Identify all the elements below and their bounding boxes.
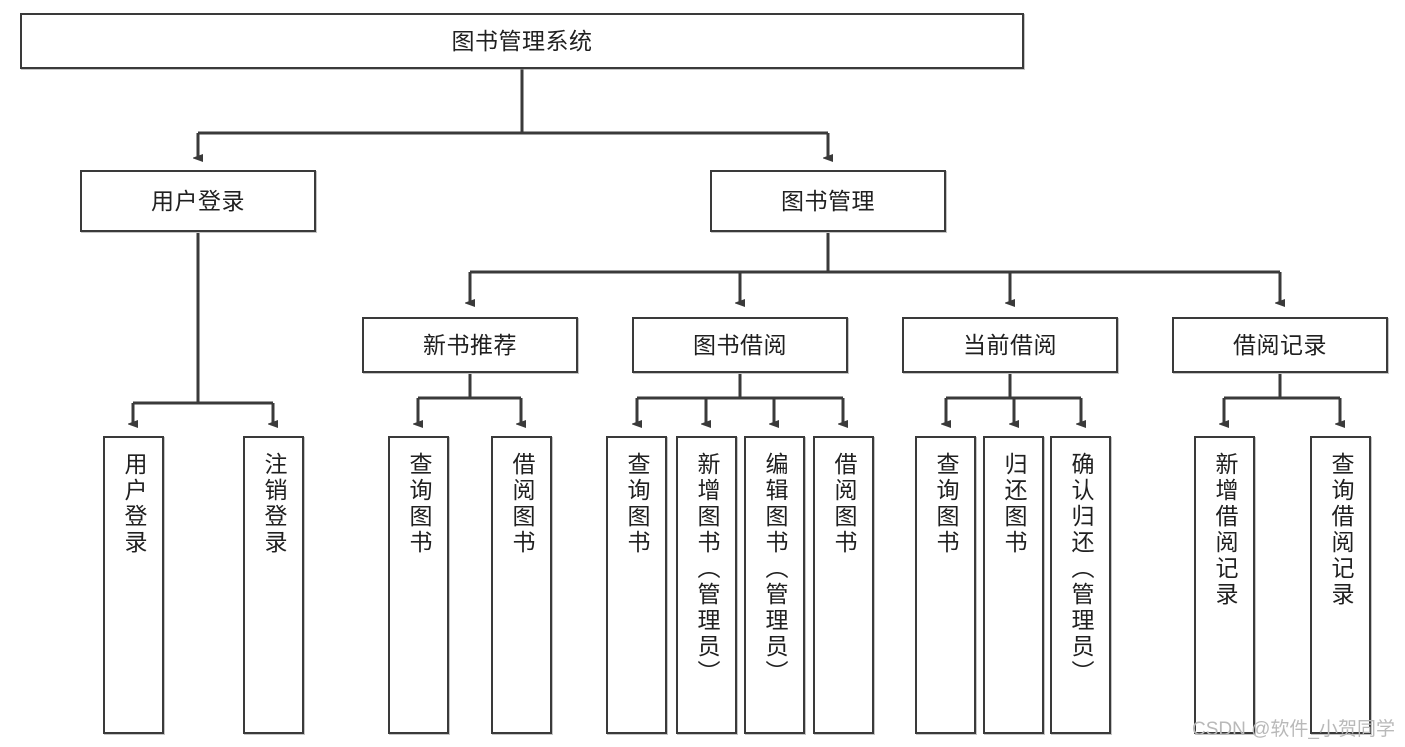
watermark-text: CSDN @软件_小贺同学: [1192, 719, 1395, 740]
leaf-recommend-borrow-book[interactable]: 借阅图书: [491, 436, 552, 734]
node-user-login[interactable]: 用户登录: [80, 170, 316, 232]
leaf-current-query-book[interactable]: 查询图书: [915, 436, 976, 734]
node-label: 新书推荐: [423, 331, 517, 358]
node-borrow-record[interactable]: 借阅记录: [1172, 317, 1388, 373]
leaf-current-return-book[interactable]: 归还图书: [983, 436, 1044, 734]
node-label: 新增图书（管理员）: [694, 452, 720, 686]
node-label: 图书借阅: [693, 331, 787, 358]
leaf-user-login-logout[interactable]: 注销登录: [243, 436, 304, 734]
node-label: 查询图书: [933, 452, 959, 556]
node-label: 新增借阅记录: [1212, 452, 1238, 608]
node-label: 查询图书: [406, 452, 432, 556]
node-label: 确认归还（管理员）: [1068, 452, 1094, 686]
leaf-record-add-record[interactable]: 新增借阅记录: [1194, 436, 1255, 734]
node-label: 编辑图书（管理员）: [762, 452, 788, 686]
node-label: 归还图书: [1001, 452, 1027, 556]
node-label: 图书管理系统: [451, 27, 593, 54]
node-label: 查询图书: [624, 452, 650, 556]
node-current-borrow[interactable]: 当前借阅: [902, 317, 1118, 373]
leaf-borrow-borrow-book[interactable]: 借阅图书: [813, 436, 874, 734]
node-label: 注销登录: [261, 452, 287, 556]
node-label: 当前借阅: [963, 331, 1057, 358]
leaf-borrow-edit-book-admin[interactable]: 编辑图书（管理员）: [744, 436, 805, 734]
node-book-borrow[interactable]: 图书借阅: [632, 317, 848, 373]
leaf-current-confirm-return-admin[interactable]: 确认归还（管理员）: [1050, 436, 1111, 734]
leaf-borrow-add-book-admin[interactable]: 新增图书（管理员）: [676, 436, 737, 734]
leaf-recommend-query-book[interactable]: 查询图书: [388, 436, 449, 734]
node-label: 借阅图书: [509, 452, 535, 556]
leaf-borrow-query-book[interactable]: 查询图书: [606, 436, 667, 734]
node-root-system[interactable]: 图书管理系统: [20, 13, 1024, 69]
node-label: 用户登录: [121, 452, 147, 556]
node-label: 借阅图书: [831, 452, 857, 556]
node-label: 图书管理: [781, 187, 875, 214]
node-book-management[interactable]: 图书管理: [710, 170, 946, 232]
node-label: 借阅记录: [1233, 331, 1327, 358]
leaf-record-query-record[interactable]: 查询借阅记录: [1310, 436, 1371, 734]
node-label: 查询借阅记录: [1328, 452, 1354, 608]
node-label: 用户登录: [151, 187, 245, 214]
node-new-book-recommend[interactable]: 新书推荐: [362, 317, 578, 373]
leaf-user-login-login[interactable]: 用户登录: [103, 436, 164, 734]
